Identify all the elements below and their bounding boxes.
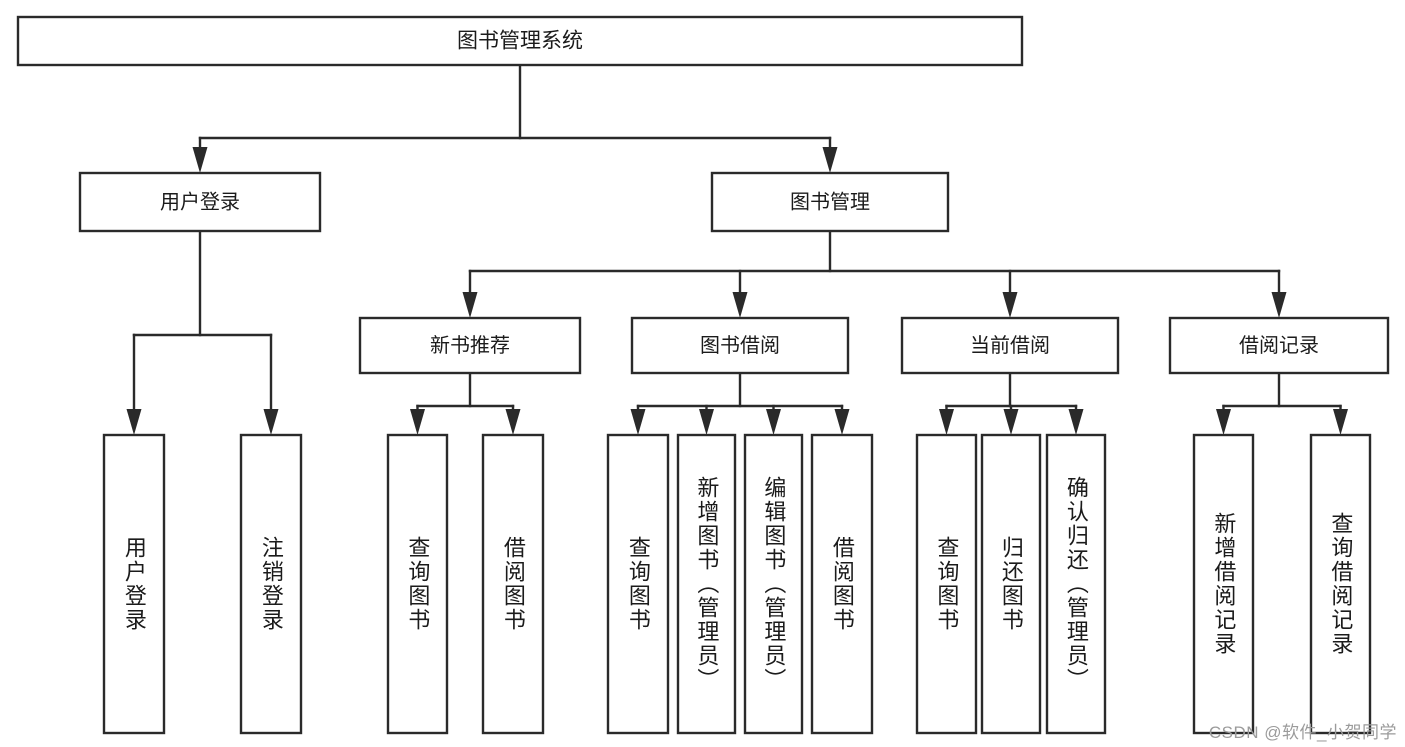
boxes-layer <box>16 15 1390 735</box>
node-leaf-2[interactable] <box>386 433 449 735</box>
node-root[interactable] <box>16 15 1024 67</box>
node-leaf-8[interactable] <box>915 433 978 735</box>
node-leaf-1[interactable] <box>239 433 303 735</box>
arrow-leaf-3-2 <box>1068 409 1084 435</box>
node-level1-0[interactable] <box>78 171 322 233</box>
node-leaf-12[interactable] <box>1309 433 1372 735</box>
node-leaf-9[interactable] <box>980 433 1042 735</box>
arrow-leaf-4-0 <box>1216 409 1231 435</box>
arrow-leaf-3-0 <box>939 409 954 435</box>
arrow-level2-2 <box>1002 292 1018 318</box>
node-leaf-4[interactable] <box>606 433 670 735</box>
arrow-leaf-2-1 <box>699 409 714 435</box>
arrow-leaf-2-2 <box>766 409 781 435</box>
node-level1-1[interactable] <box>710 171 950 233</box>
node-label: 新书推荐 <box>430 334 510 357</box>
arrow-leaf-3-1 <box>1003 409 1019 435</box>
node-leaf-10[interactable] <box>1045 433 1107 735</box>
arrow-leaf-0-1 <box>263 409 279 435</box>
node-label: 用户登录 <box>160 190 240 213</box>
node-level2-2[interactable] <box>900 316 1120 375</box>
node-leaf-6[interactable] <box>743 433 804 735</box>
arrow-level2-1 <box>732 292 748 318</box>
node-leaf-11[interactable] <box>1192 433 1255 735</box>
node-label: 图书管理系统 <box>457 30 583 53</box>
arrow-leaf-2-3 <box>834 409 850 435</box>
node-leaf-3[interactable] <box>481 433 545 735</box>
arrow-level1-1 <box>822 147 838 173</box>
node-leaf-0[interactable] <box>102 433 166 735</box>
arrow-leaf-1-0 <box>410 409 425 435</box>
node-level2-3[interactable] <box>1168 316 1390 375</box>
arrow-leaf-0-0 <box>126 409 142 435</box>
arrow-level2-3 <box>1271 292 1287 318</box>
node-level2-0[interactable] <box>358 316 582 375</box>
node-label: 借阅记录 <box>1239 334 1319 357</box>
arrow-level2-0 <box>462 292 478 318</box>
arrow-leaf-4-1 <box>1333 409 1348 435</box>
node-label: 当前借阅 <box>970 334 1050 357</box>
arrow-leaf-1-1 <box>505 409 521 435</box>
node-leaf-5[interactable] <box>676 433 737 735</box>
arrow-level1-0 <box>192 147 208 173</box>
node-label: 图书管理 <box>790 190 870 213</box>
connectors-layer <box>126 63 1348 435</box>
node-label: 图书借阅 <box>700 334 780 357</box>
arrow-leaf-2-0 <box>630 409 646 435</box>
node-level2-1[interactable] <box>630 316 850 375</box>
node-leaf-7[interactable] <box>810 433 874 735</box>
